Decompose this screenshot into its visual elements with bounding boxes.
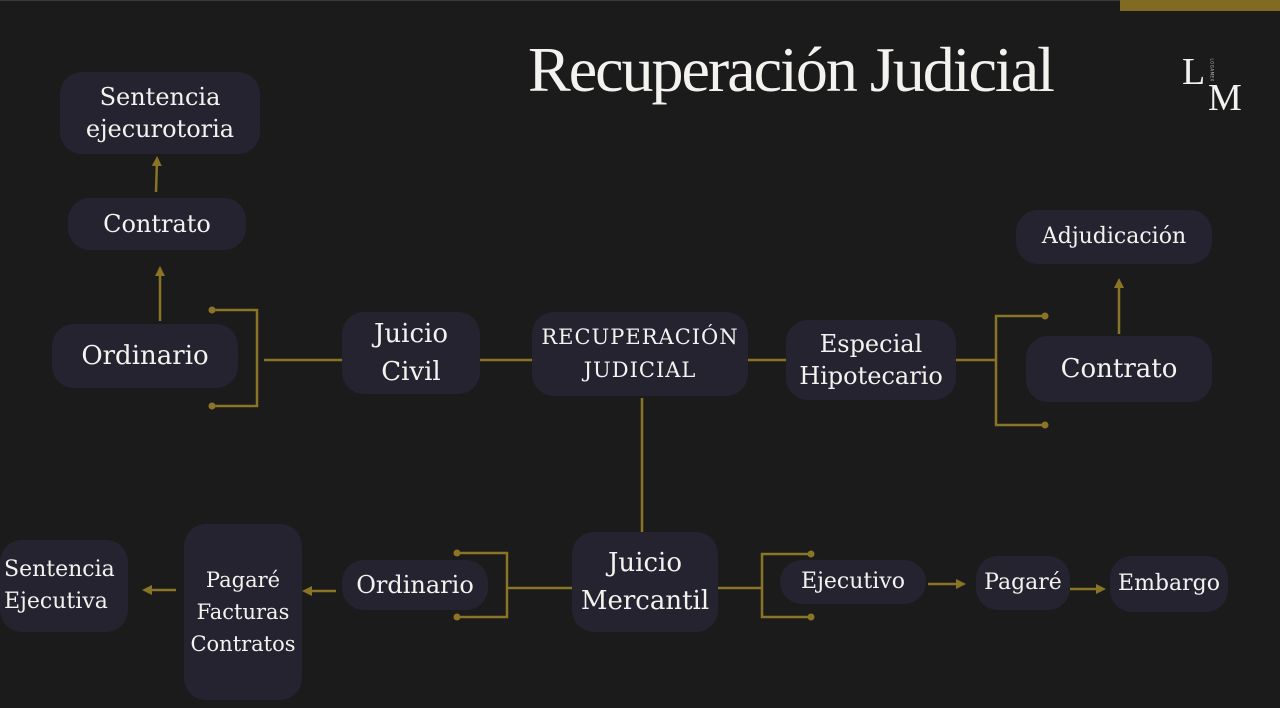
- bracket-dot: [208, 402, 216, 410]
- accent-bar: [1120, 0, 1280, 11]
- bracket-dot: [453, 549, 461, 557]
- node-adjudicacion: Adjudicación: [1016, 210, 1212, 264]
- bracket-dot: [453, 613, 461, 621]
- node-juicio-civil: Juicio Civil: [342, 312, 480, 394]
- bracket-especial: [994, 314, 1045, 427]
- node-documentos: Pagaré Facturas Contratos: [184, 524, 302, 700]
- node-juicio-mercantil: Juicio Mercantil: [572, 532, 718, 632]
- node-sentencia-ejecutoria: Sentencia ejecurotoria: [60, 72, 260, 154]
- node-ordinario-civil: Ordinario: [52, 324, 238, 388]
- top-border: [0, 0, 1280, 1]
- node-embargo: Embargo: [1110, 556, 1228, 612]
- arrow-contrato-sentencia: [151, 156, 162, 193]
- node-contrato-civil: Contrato: [68, 198, 246, 250]
- bracket-mercantil-right: [760, 552, 811, 619]
- node-sentencia-ejecutiva: Sentencia Ejecutiva: [0, 540, 128, 632]
- bracket-dot: [807, 550, 815, 558]
- node-ejecutivo: Ejecutivo: [780, 560, 926, 604]
- logo: L LOGAMEX M: [1176, 48, 1248, 120]
- slide-title: Recuperación Judicial: [528, 34, 1055, 105]
- bracket-dot: [1041, 421, 1049, 429]
- node-ordinario-mercantil: Ordinario: [342, 560, 488, 610]
- bracket-dot: [208, 306, 216, 314]
- bracket-dot: [807, 613, 815, 621]
- logo-letter-l: L: [1182, 51, 1206, 93]
- bracket-civil: [212, 308, 259, 408]
- logo-letter-m: M: [1208, 77, 1242, 119]
- bracket-dot: [1041, 312, 1049, 320]
- bracket-mercantil-left: [457, 551, 509, 619]
- node-pagare: Pagaré: [976, 556, 1070, 610]
- node-recuperacion-judicial: RECUPERACIÓN JUDICIAL: [532, 312, 748, 396]
- node-especial-hipotecario: Especial Hipotecario: [786, 320, 956, 400]
- node-contrato-hipotecario: Contrato: [1026, 336, 1212, 402]
